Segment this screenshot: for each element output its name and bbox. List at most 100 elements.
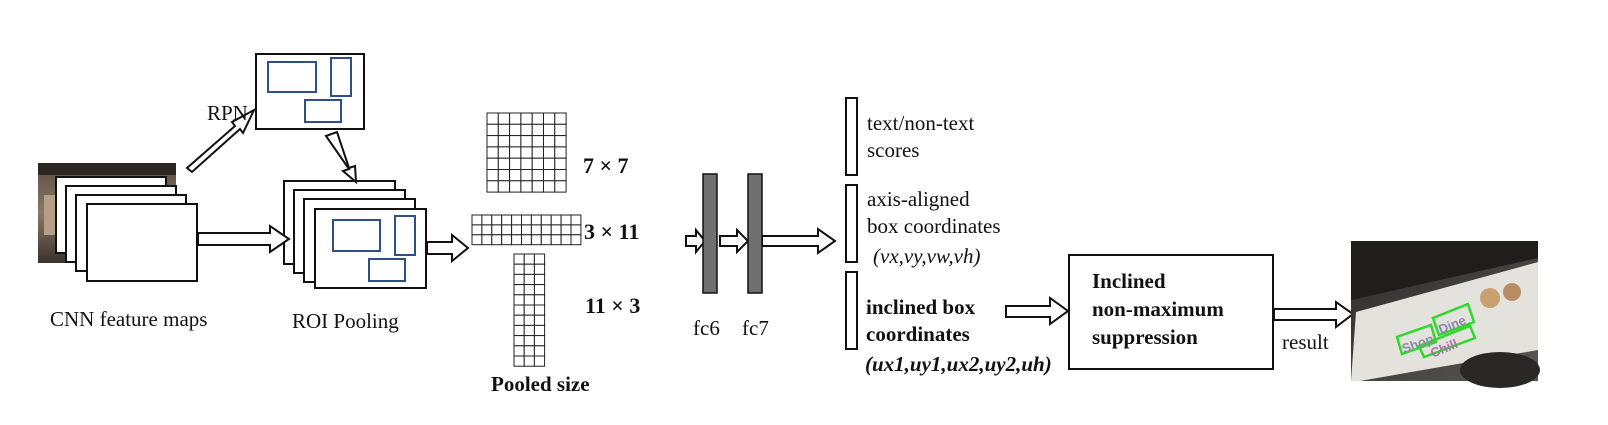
grid-cell: [554, 180, 567, 193]
size-7x7-label: 7 × 7: [583, 153, 629, 178]
grid-7x7: [486, 112, 567, 193]
arrow-roi-to-pooled: [426, 232, 470, 264]
fc7-label: fc7: [742, 316, 769, 340]
pooled-size-label: Pooled size: [491, 372, 590, 396]
nms-label-line2: non-maximum: [1092, 297, 1224, 321]
size-11x3-label: 11 × 3: [585, 293, 641, 318]
grid-cell: [554, 112, 567, 125]
grid-cell: [533, 335, 546, 347]
arrow-rpn-to-roi: [324, 130, 358, 185]
grid-cell: [497, 123, 511, 137]
arrow-cnn-to-roi: [197, 224, 291, 254]
grid-cell: [486, 180, 499, 193]
grid-cell: [491, 214, 503, 226]
grid-cell: [520, 135, 533, 148]
grid-cell: [531, 157, 545, 170]
grid-cell: [486, 135, 499, 148]
grid-cell: [520, 169, 533, 182]
fc6-label: fc6: [693, 316, 720, 340]
result-image: Shop Dine Chill: [1351, 241, 1540, 388]
inclined-coords: (ux1,uy1,ux2,uy2,uh): [865, 352, 1052, 376]
grid-cell: [523, 335, 535, 347]
grid-cell: [570, 224, 582, 236]
cnn-feature-map-stack: [55, 176, 198, 282]
detection-box-dine: [1431, 302, 1476, 337]
grid-cell: [513, 294, 525, 306]
grid-cell: [481, 214, 493, 226]
grid-cell: [520, 146, 533, 159]
scores-bar: [845, 97, 858, 176]
grid-cell: [531, 123, 545, 137]
grid-cell: [523, 284, 535, 296]
arrow-cnn-to-rpn: [185, 107, 257, 174]
grid-cell: [501, 234, 513, 246]
grid-cell: [540, 234, 552, 246]
grid-cell: [486, 146, 499, 159]
grid-cell: [520, 180, 533, 193]
grid-cell: [513, 335, 525, 347]
grid-cell: [554, 169, 567, 182]
grid-cell: [521, 234, 532, 246]
grid-cell: [486, 157, 499, 170]
grid-cell: [486, 123, 499, 137]
grid-cell: [533, 253, 546, 265]
grid-cell: [513, 304, 525, 316]
grid-cell: [521, 224, 532, 236]
grid-cell: [533, 294, 546, 306]
scores-label-line2: scores: [867, 138, 920, 162]
rpn-box: [255, 53, 365, 130]
grid-cell: [523, 314, 535, 326]
inclined-label-line2: coordinates: [866, 322, 970, 346]
roi-proposals: [332, 215, 416, 282]
grid-cell: [533, 355, 546, 367]
axis-aligned-coords: (vx,vy,vw,vh): [873, 244, 981, 268]
grid-cell: [533, 345, 546, 357]
grid-cell: [511, 224, 523, 236]
grid-cell: [471, 234, 483, 246]
grid-cell: [509, 112, 522, 125]
grid-cell: [543, 157, 556, 170]
grid-cell: [543, 180, 556, 193]
grid-cell: [530, 234, 542, 246]
grid-cell: [497, 135, 511, 148]
grid-cell: [497, 146, 511, 159]
grid-cell: [486, 112, 499, 125]
grid-cell: [481, 234, 493, 246]
grid-cell: [497, 169, 511, 182]
grid-cell: [509, 169, 522, 182]
grid-cell: [511, 234, 523, 246]
grid-cell: [513, 263, 525, 275]
grid-cell: [560, 234, 572, 246]
grid-cell: [497, 112, 511, 125]
grid-cell: [520, 112, 533, 125]
rpn-label: RPN: [207, 101, 248, 125]
grid-cell: [543, 135, 556, 148]
grid-cell: [513, 314, 525, 326]
grid-cell: [531, 112, 545, 125]
grid-cell: [520, 123, 533, 137]
nms-label-line1: Inclined: [1092, 269, 1166, 293]
grid-cell: [554, 157, 567, 170]
grid-cell: [533, 324, 546, 337]
roi-pooling-label: ROI Pooling: [292, 309, 399, 333]
inclined-bar: [845, 271, 858, 350]
axis-aligned-bar: [845, 184, 858, 263]
grid-cell: [533, 263, 546, 275]
grid-cell: [486, 169, 499, 182]
grid-cell: [509, 180, 522, 193]
grid-cell: [520, 157, 533, 170]
nms-label-line3: suppression: [1092, 325, 1198, 349]
grid-cell: [513, 355, 525, 367]
grid-cell: [513, 273, 525, 286]
grid-cell: [523, 324, 535, 337]
grid-cell: [497, 157, 511, 170]
grid-cell: [531, 169, 545, 182]
grid-cell: [497, 180, 511, 193]
axis-aligned-label-line1: axis-aligned: [867, 187, 970, 211]
grid-cell: [550, 214, 562, 226]
grid-cell: [550, 234, 562, 246]
grid-cell: [554, 123, 567, 137]
size-3x11-label: 3 × 11: [584, 219, 640, 244]
grid-cell: [560, 224, 572, 236]
